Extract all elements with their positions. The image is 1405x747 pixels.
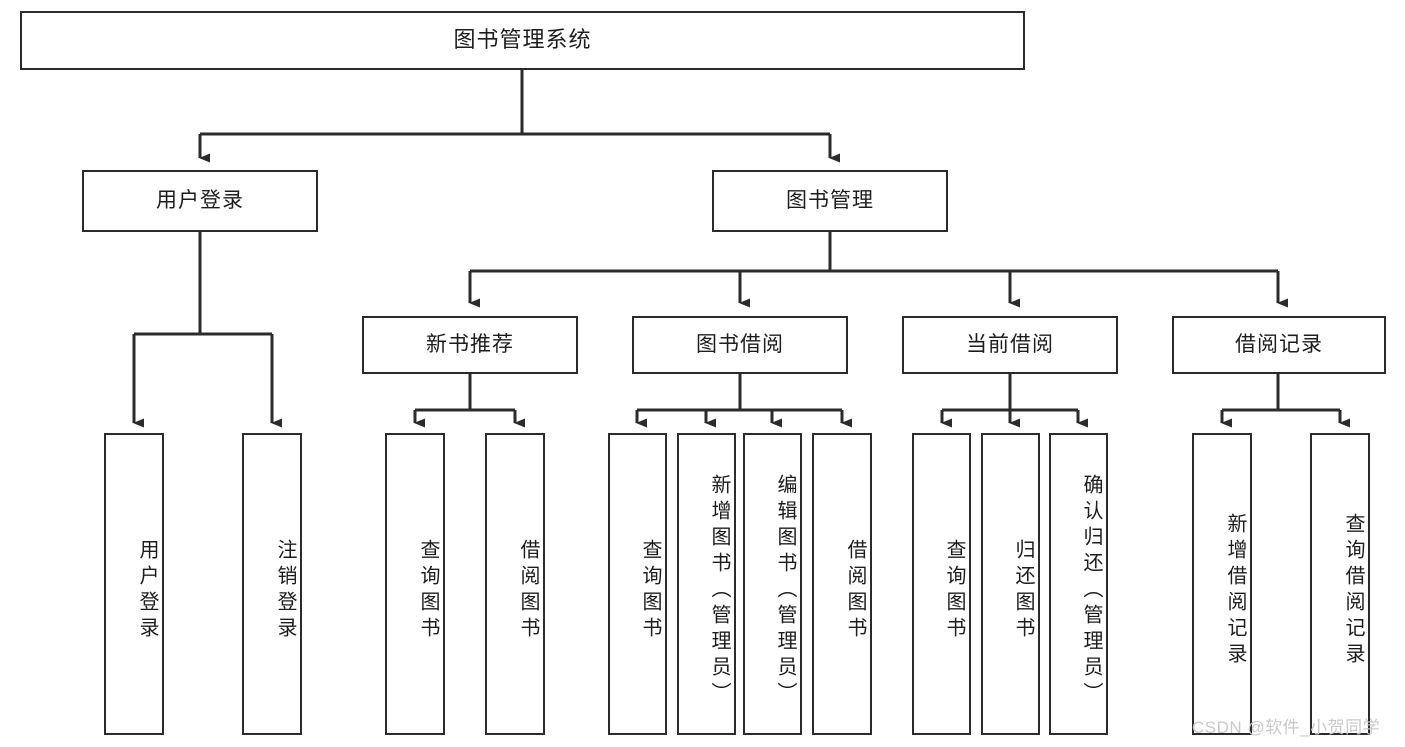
- node-label: 图书管理: [786, 189, 874, 213]
- node-current-borrow[interactable]: 当前借阅: [902, 316, 1118, 374]
- leaf-logout[interactable]: 注销登录: [242, 433, 302, 735]
- node-book-borrow[interactable]: 图书借阅: [632, 316, 848, 374]
- node-label: 图书管理系统: [453, 27, 592, 53]
- leaf-query-books-recommend[interactable]: 查询图书: [385, 433, 445, 735]
- node-borrow-records[interactable]: 借阅记录: [1172, 316, 1386, 374]
- leaf-confirm-return-admin[interactable]: 确认归还（管理员）: [1049, 433, 1108, 735]
- watermark-credit: CSDN @软件_小贺同学: [1192, 718, 1381, 737]
- node-label: 用户登录: [156, 189, 244, 213]
- node-label: 注销登录: [274, 539, 296, 643]
- leaf-add-book-admin[interactable]: 新增图书（管理员）: [677, 433, 736, 735]
- node-label: 借阅图书: [844, 539, 866, 643]
- node-label: 归还图书: [1012, 539, 1034, 643]
- node-root-system[interactable]: 图书管理系统: [20, 11, 1025, 70]
- node-label: 查询借阅记录: [1342, 513, 1364, 669]
- leaf-query-books-borrow[interactable]: 查询图书: [608, 433, 667, 735]
- node-label: 图书借阅: [696, 333, 784, 357]
- node-new-book-recommend[interactable]: 新书推荐: [362, 316, 578, 374]
- leaf-query-borrow-record[interactable]: 查询借阅记录: [1310, 433, 1370, 735]
- node-label: 当前借阅: [966, 333, 1054, 357]
- leaf-add-borrow-record[interactable]: 新增借阅记录: [1192, 433, 1252, 735]
- leaf-return-books[interactable]: 归还图书: [981, 433, 1040, 735]
- node-book-management[interactable]: 图书管理: [712, 170, 948, 232]
- node-label: 新增借阅记录: [1224, 513, 1246, 669]
- node-label: 查询图书: [417, 539, 439, 643]
- leaf-borrow-books-recommend[interactable]: 借阅图书: [485, 433, 545, 735]
- leaf-query-books-current[interactable]: 查询图书: [912, 433, 971, 735]
- node-label: 用户登录: [136, 539, 158, 643]
- leaf-user-login[interactable]: 用户登录: [104, 433, 164, 735]
- node-label: 查询图书: [639, 539, 661, 643]
- node-user-login[interactable]: 用户登录: [82, 170, 318, 232]
- node-label: 借阅记录: [1235, 333, 1323, 357]
- leaf-borrow-books[interactable]: 借阅图书: [812, 433, 872, 735]
- node-label: 编辑图书（管理员）: [774, 474, 796, 708]
- node-label: 借阅图书: [517, 539, 539, 643]
- node-label: 新书推荐: [426, 333, 514, 357]
- node-label: 确认归还（管理员）: [1080, 474, 1102, 708]
- node-label: 新增图书（管理员）: [708, 474, 730, 708]
- leaf-edit-book-admin[interactable]: 编辑图书（管理员）: [743, 433, 802, 735]
- node-label: 查询图书: [943, 539, 965, 643]
